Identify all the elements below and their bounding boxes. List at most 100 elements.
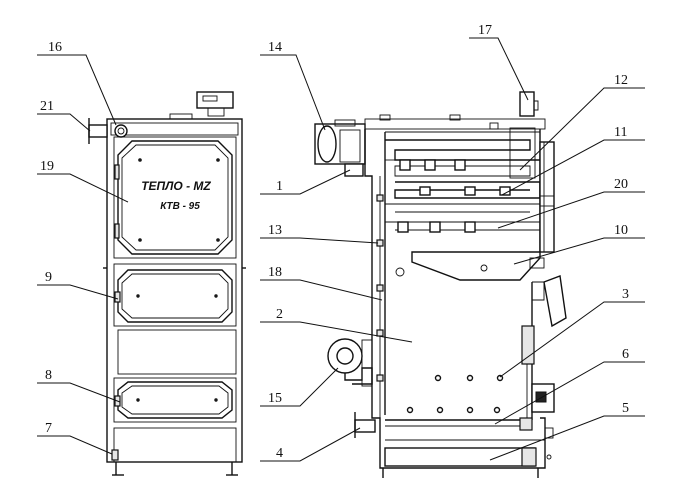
leader-15 bbox=[260, 367, 339, 407]
fan-housing bbox=[327, 338, 363, 374]
top-baffle bbox=[385, 139, 540, 161]
side-loading-door bbox=[543, 275, 567, 328]
callout-4: 4 bbox=[276, 446, 283, 461]
lower-door-inner bbox=[121, 385, 229, 415]
top-fitting bbox=[169, 113, 193, 120]
tube bbox=[464, 221, 476, 233]
callout-10: 10 bbox=[614, 223, 628, 238]
leader-12 bbox=[519, 87, 645, 171]
tube bbox=[397, 221, 409, 233]
leader-4 bbox=[260, 427, 361, 462]
leader-1 bbox=[260, 169, 351, 195]
flue-support bbox=[344, 163, 364, 177]
grate-support bbox=[519, 417, 533, 431]
leader-6 bbox=[494, 361, 645, 425]
flue-tube-row-1 bbox=[394, 165, 531, 177]
callout-1: 1 bbox=[276, 179, 283, 194]
rivet bbox=[214, 398, 218, 402]
flue-damper bbox=[339, 129, 361, 163]
rivet bbox=[136, 294, 140, 298]
control-unit bbox=[196, 91, 234, 109]
fan-inlet bbox=[336, 347, 354, 365]
tube bbox=[464, 186, 476, 196]
stud bbox=[493, 406, 501, 414]
middle-door-inner bbox=[121, 273, 229, 319]
side-ash-pan-front bbox=[521, 447, 537, 467]
side-ash-pan bbox=[384, 447, 536, 467]
stud bbox=[376, 374, 384, 382]
stud bbox=[466, 406, 474, 414]
thermometer-dial bbox=[117, 127, 125, 135]
return-flange bbox=[88, 124, 108, 138]
stud bbox=[376, 194, 384, 202]
leader-8 bbox=[37, 382, 121, 403]
leader-7 bbox=[37, 435, 113, 455]
upper-door bbox=[117, 140, 233, 255]
callout-8: 8 bbox=[45, 368, 52, 383]
callout-21: 21 bbox=[40, 99, 54, 114]
rivet bbox=[216, 158, 220, 162]
tube bbox=[429, 221, 441, 233]
rivet bbox=[138, 158, 142, 162]
middle-door bbox=[117, 269, 233, 323]
leader-3 bbox=[499, 301, 645, 378]
leader-18 bbox=[260, 279, 383, 301]
return-pipe bbox=[354, 419, 376, 433]
callout-9: 9 bbox=[45, 270, 52, 285]
side-upper-door-latch bbox=[539, 195, 555, 207]
thermometer-icon bbox=[114, 124, 128, 138]
side-view bbox=[314, 91, 567, 478]
leader-9 bbox=[37, 284, 119, 300]
callout-20: 20 bbox=[614, 177, 628, 192]
deflector-bolt bbox=[480, 264, 488, 272]
callout-numbers: 16 21 19 9 8 7 14 1 13 18 2 15 4 17 12 1… bbox=[40, 23, 629, 461]
sensor-housing-side bbox=[534, 100, 539, 111]
leader-11 bbox=[501, 139, 645, 196]
side-lower-door-handle bbox=[535, 391, 547, 403]
stud bbox=[496, 374, 504, 382]
lower-baffle bbox=[385, 203, 540, 231]
tube bbox=[424, 159, 436, 171]
callout-leaders bbox=[37, 37, 645, 462]
callout-5: 5 bbox=[622, 401, 629, 416]
inspection-hole bbox=[395, 267, 405, 277]
stud bbox=[434, 374, 442, 382]
deflector-plate bbox=[411, 251, 541, 281]
side-loading-door-hinge bbox=[532, 281, 545, 301]
boiler-shell bbox=[364, 129, 546, 469]
callout-3: 3 bbox=[622, 287, 629, 302]
top-cover-lug bbox=[489, 122, 499, 130]
callout-18: 18 bbox=[268, 265, 282, 280]
rivet bbox=[138, 238, 142, 242]
callout-13: 13 bbox=[268, 223, 282, 238]
callout-11: 11 bbox=[614, 125, 627, 140]
leader-16 bbox=[37, 54, 117, 126]
leader-10 bbox=[513, 237, 645, 265]
callout-19: 19 bbox=[40, 159, 54, 174]
callout-17: 17 bbox=[478, 23, 492, 38]
front-view: ТЕПЛО - МZ КТВ - 95 bbox=[88, 91, 246, 476]
tube bbox=[399, 159, 411, 171]
sensor-housing bbox=[519, 91, 535, 117]
callout-15: 15 bbox=[268, 391, 282, 406]
leader-19 bbox=[37, 173, 129, 203]
front-panel-block bbox=[521, 325, 535, 365]
leader-14 bbox=[260, 54, 326, 131]
ash-door-pin bbox=[546, 454, 552, 460]
top-cover bbox=[364, 118, 546, 130]
leader-17 bbox=[469, 37, 529, 101]
upper-door-frame bbox=[113, 136, 237, 259]
stud bbox=[406, 406, 414, 414]
front-top-panel bbox=[110, 122, 239, 136]
upper-door-inner bbox=[121, 144, 229, 251]
ash-pan bbox=[113, 427, 237, 463]
side-upper-door bbox=[539, 141, 555, 253]
stud bbox=[466, 374, 474, 382]
brand-name: ТЕПЛО - МZ bbox=[141, 179, 211, 193]
control-mount bbox=[207, 107, 225, 117]
deflector-mount bbox=[529, 257, 545, 269]
callout-7: 7 bbox=[45, 421, 52, 436]
water-studs bbox=[406, 374, 504, 414]
middle-baffle bbox=[394, 181, 541, 199]
